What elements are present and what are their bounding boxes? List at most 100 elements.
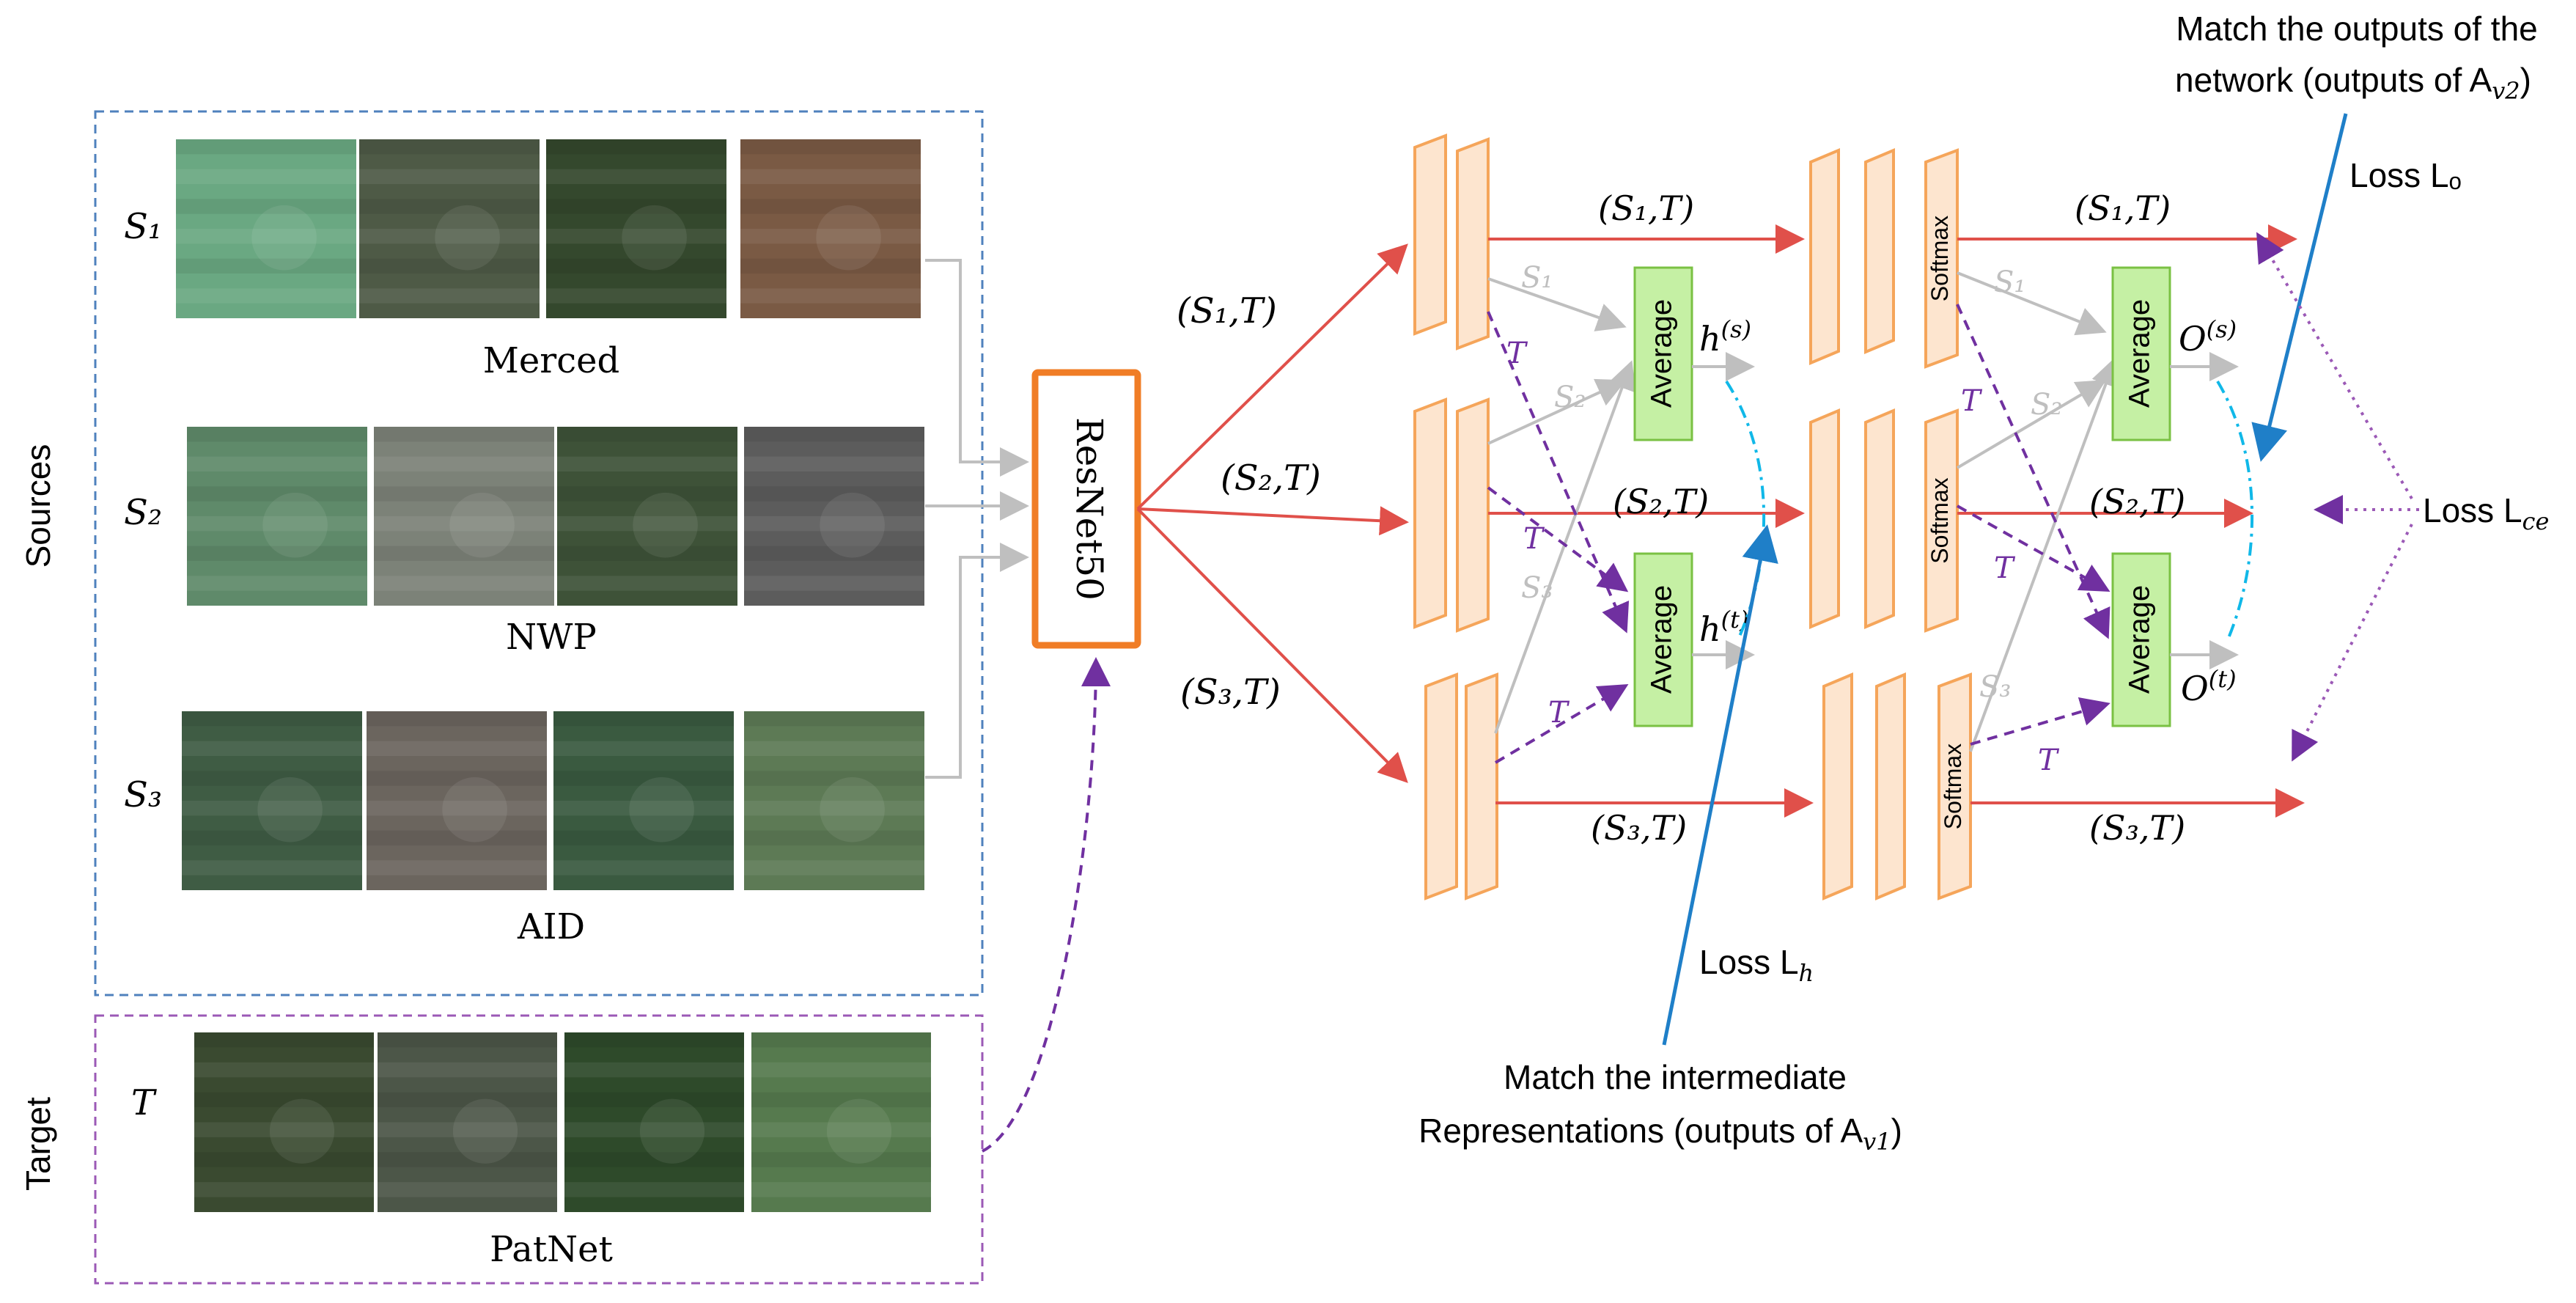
aerial-image-tile (367, 711, 547, 890)
output-s2-label: S₂ (2031, 388, 2062, 422)
aerial-image-tile (740, 139, 921, 318)
h-t-label: h(t) (1699, 606, 1748, 649)
pair-label-s2-mid: (S₂,T) (1613, 482, 1709, 521)
average-block-output-t (2111, 552, 2171, 727)
layer-block (1465, 672, 1498, 900)
hidden-t-label-3: T (1548, 696, 1570, 730)
aerial-image-tile (176, 139, 356, 318)
pass-through-arrows (1488, 224, 2305, 818)
layer-block (1822, 672, 1853, 901)
output-t-label-1: T (1961, 384, 1983, 418)
pair-label-s3-right: (S₃,T) (2089, 808, 2185, 848)
softmax-block (1924, 148, 1959, 369)
match-intermediate-line2: Representations (outputs of Av1) (1418, 1112, 1902, 1156)
aerial-image-tile (546, 139, 726, 318)
softmax-label: Softmax (1927, 216, 1953, 301)
loss-o-pointer (2251, 113, 2348, 462)
row-label: S₂ (124, 492, 162, 533)
pair-label-s1-right: (S₁,T) (2075, 188, 2171, 228)
layer-block (1864, 408, 1895, 630)
loss-ce-label: Loss Lce (2423, 491, 2549, 535)
layer-block (1413, 397, 1447, 629)
resnet50-label: ResNet50 (1068, 417, 1111, 601)
pair-label-s2-left: (S₂,T) (1221, 458, 1321, 499)
o-s-label: O(s) (2179, 315, 2237, 359)
o-t-label: O(t) (2181, 665, 2237, 708)
branch-arrows (1136, 243, 1409, 783)
pair-label-s1-mid: (S₁,T) (1598, 188, 1694, 228)
hidden-s1-label: S₁ (1521, 261, 1553, 295)
h-s-label: h(s) (1699, 315, 1751, 359)
aerial-image-tile (187, 427, 367, 606)
aerial-image-tile (359, 139, 540, 318)
dataset-name: NWP (506, 617, 597, 658)
average-label-output-s: Average (2124, 299, 2156, 408)
aerial-image-tile (194, 1032, 374, 1212)
row-label: S₁ (124, 206, 162, 247)
hidden-match-curve (1725, 380, 1766, 639)
hidden-s2-label: S₂ (1554, 381, 1586, 414)
output-t-label-3: T (2038, 744, 2060, 777)
match-intermediate-line1: Match the intermediate (1504, 1058, 1847, 1096)
output-target-arrows (1956, 304, 2111, 746)
layer-block (1456, 137, 1490, 350)
row-label: T (131, 1082, 157, 1123)
dataset-row-aid: S₃ AID (124, 711, 924, 947)
softmax-block (1924, 408, 1959, 633)
match-outputs-line2: network (outputs of Av2) (2175, 61, 2531, 105)
row-label: S₃ (124, 774, 162, 815)
output-s1-label: S₁ (1994, 265, 2025, 299)
layer-block (1424, 672, 1458, 900)
aerial-image-tile (564, 1032, 744, 1212)
hidden-gray-arrows (1487, 277, 1636, 734)
dataset-name: AID (517, 906, 585, 947)
dataset-name: Merced (483, 340, 620, 381)
dataset-row-nwp: S₂ NWP (124, 427, 924, 658)
aerial-image-tile (744, 711, 924, 890)
pair-label-s3-left: (S₃,T) (1180, 672, 1281, 713)
aerial-image-tile (378, 1032, 557, 1212)
output-gray-arrows (1956, 271, 2120, 752)
pair-label-s3-mid: (S₃,T) (1591, 808, 1687, 848)
average-label-hidden-t: Average (1646, 585, 1678, 694)
loss-o-label: Loss Lₒ (2349, 156, 2462, 194)
aerial-image-tile (744, 427, 924, 606)
softmax-label: Softmax (1927, 477, 1953, 563)
hidden-t-label-1: T (1506, 337, 1528, 370)
target-label: Target (19, 1097, 57, 1191)
dataset-name: PatNet (490, 1229, 613, 1270)
pair-label-s1-left: (S₁,T) (1177, 290, 1277, 331)
sources-label: Sources (19, 444, 57, 568)
aerial-image-tile (374, 427, 554, 606)
layer-block (1809, 408, 1840, 630)
layer-block (1456, 397, 1490, 633)
average-block-hidden-s (1633, 266, 1693, 441)
aerial-image-tile (751, 1032, 931, 1212)
layer-block (1809, 147, 1840, 366)
layer-block (1875, 672, 1906, 901)
output-match-curve (2216, 380, 2254, 639)
aerial-image-tile (553, 711, 734, 890)
row-connectors (925, 259, 1029, 779)
loss-h-pointer (1662, 524, 1778, 1046)
loss-ce-pointers (2256, 232, 2419, 762)
output-s3-label: S₃ (1979, 670, 2011, 704)
dataset-row-patnet: T PatNet (131, 1032, 931, 1270)
aerial-image-tile (557, 427, 737, 606)
average-label-output-t: Average (2124, 585, 2156, 694)
output-t-label-2: T (1994, 551, 2016, 585)
sources-box (94, 110, 984, 996)
softmax-label: Softmax (1940, 744, 1966, 829)
hidden-t-label-2: T (1523, 522, 1545, 556)
average-label-hidden-s: Average (1646, 299, 1678, 408)
hidden-target-arrows (1487, 311, 1630, 764)
target-to-resnet-arrow (982, 657, 1111, 1153)
aerial-image-tile (182, 711, 362, 890)
match-outputs-line1: Match the outputs of the (2176, 10, 2538, 48)
softmax-block (1937, 672, 1972, 900)
layer-block (1413, 133, 1447, 336)
average-block-hidden-t (1633, 552, 1693, 727)
